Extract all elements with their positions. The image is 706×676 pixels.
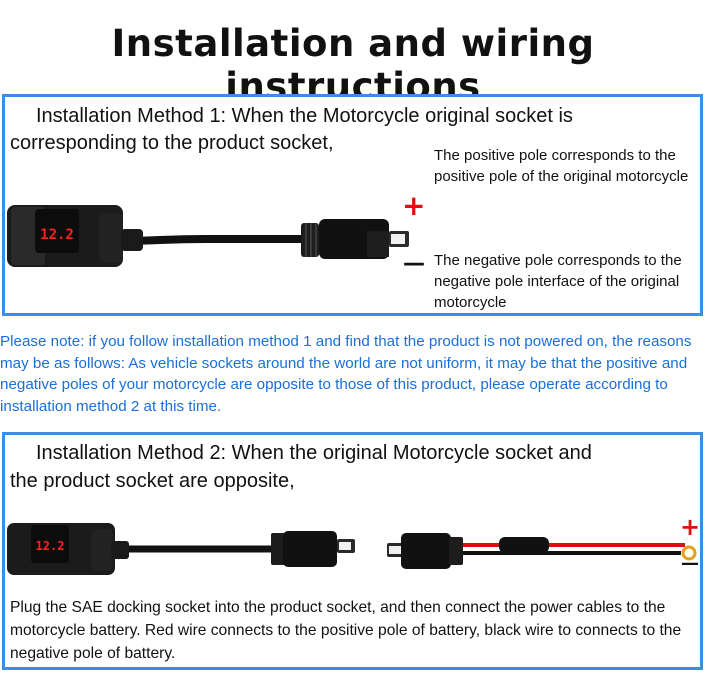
method2-description: Plug the SAE docking socket into the pro… bbox=[10, 599, 682, 662]
fuse-holder bbox=[499, 537, 549, 553]
method1-heading-line2: corresponding to the product socket, bbox=[10, 132, 334, 154]
ring-terminal bbox=[681, 545, 697, 561]
method1-heading: Installation Method 1: When the Motorcyc… bbox=[10, 103, 690, 157]
positive-pole-note: The positive pole corresponds to the pos… bbox=[434, 147, 689, 185]
method2-heading-line2: the product socket are opposite, bbox=[10, 470, 295, 492]
voltmeter-display bbox=[31, 525, 69, 563]
method1-panel: Installation Method 1: When the Motorcyc… bbox=[2, 94, 703, 316]
negative-pole-note: The negative pole corresponds to the neg… bbox=[434, 252, 682, 311]
adapter-cable-illustration: 12.2 bbox=[7, 523, 697, 575]
voltage-readout: 12.2 bbox=[36, 539, 65, 553]
product-cable-illustration: 12.2 bbox=[7, 205, 409, 267]
install-note: Please note: if you follow installation … bbox=[0, 333, 692, 415]
sae-connector-adapter bbox=[401, 533, 451, 569]
sae-connector bbox=[283, 531, 337, 567]
page-title: Installation and wiring instructions bbox=[111, 22, 595, 108]
method2-heading-line1: Installation Method 2: When the original… bbox=[36, 442, 592, 464]
voltmeter-display bbox=[35, 209, 79, 253]
method1-heading-line1: Installation Method 1: When the Motorcyc… bbox=[36, 105, 573, 127]
plus-icon: + bbox=[402, 189, 426, 222]
method2-panel: Installation Method 2: When the original… bbox=[2, 432, 703, 670]
voltage-readout: 12.2 bbox=[40, 227, 74, 243]
method2-heading: Installation Method 2: When the original… bbox=[10, 439, 700, 495]
plus-icon: + bbox=[680, 513, 701, 541]
minus-icon: — bbox=[403, 251, 425, 276]
